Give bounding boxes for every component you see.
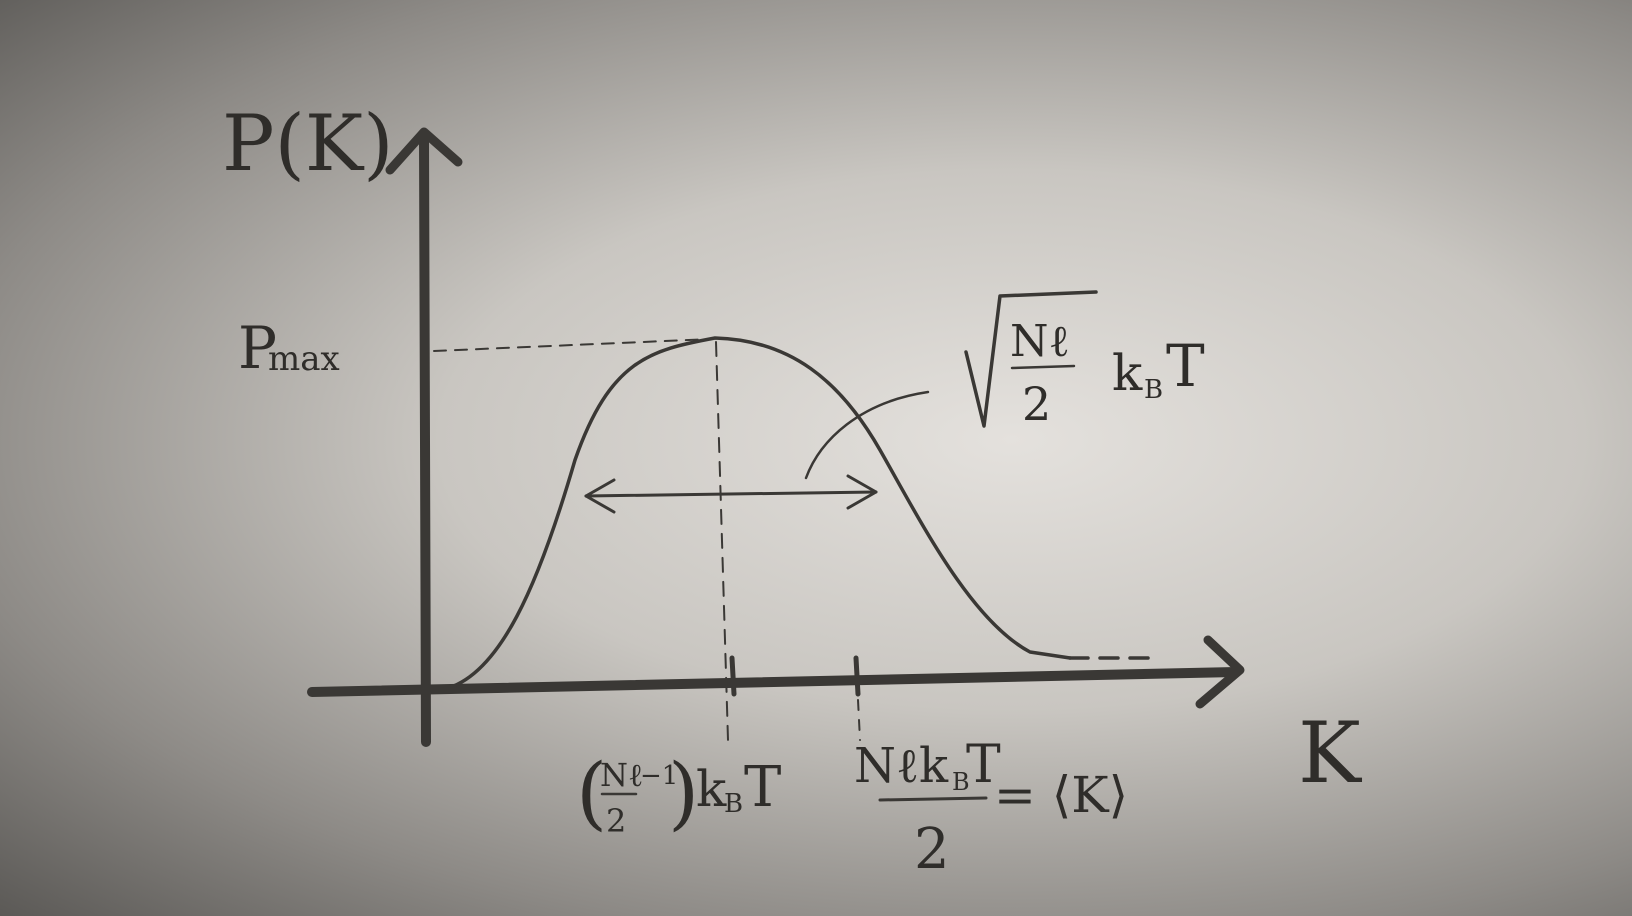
- mean-label-fraction-bar: [878, 796, 988, 802]
- pmax-label: P: [238, 314, 277, 382]
- mean-label: Nℓk B T 2 = ⟨K⟩: [854, 735, 1128, 882]
- width-arrow-left-head: [584, 478, 616, 514]
- x-axis-label: K: [1298, 704, 1363, 802]
- mean-label-numerator-tail: T: [966, 735, 1001, 795]
- mean-label-numerator: Nℓk: [854, 738, 949, 794]
- pmax-dashed-line: [433, 338, 713, 352]
- mode-label-minus-one: −1: [640, 761, 678, 791]
- mode-label-k: k: [696, 760, 727, 818]
- mode-label-t: T: [744, 755, 781, 820]
- x-axis-arrowhead: [1195, 635, 1245, 709]
- width-label-t: T: [1166, 332, 1205, 400]
- tick-mode: [729, 655, 737, 697]
- mode-label-open-paren: (: [576, 746, 607, 839]
- width-label-k-subscript: B: [1144, 375, 1163, 405]
- y-axis-label: P(K): [222, 99, 394, 189]
- peak-vertical-dashed-line: [715, 341, 729, 741]
- width-arrow-right-head: [846, 474, 878, 510]
- y-axis: [419, 135, 431, 747]
- mode-label: ( Nℓ −1 2 ) k B T: [576, 746, 781, 840]
- tick-mean: [853, 655, 861, 697]
- mode-label-k-subscript: B: [724, 789, 743, 819]
- y-axis-arrowhead: [385, 127, 463, 175]
- mode-label-denominator: 2: [606, 802, 626, 840]
- mode-label-numerator: Nℓ: [600, 756, 643, 794]
- width-label-fraction-bar: [1010, 364, 1076, 370]
- mean-label-numerator-subscript: B: [952, 768, 970, 796]
- width-label-leader: [804, 390, 930, 480]
- mode-label-close-paren: ): [668, 746, 699, 839]
- distribution-curve: [438, 336, 1072, 692]
- width-label-denominator: 2: [1022, 377, 1051, 431]
- width-label-sqrt-sign: [964, 290, 1098, 428]
- width-label: Nℓ 2 k B T: [964, 290, 1205, 431]
- tick-mean-dashed: [857, 699, 861, 741]
- mean-label-denominator: 2: [914, 817, 950, 882]
- width-label-numerator: Nℓ: [1010, 316, 1070, 367]
- mean-label-equals-mean: = ⟨K⟩: [994, 766, 1128, 824]
- width-label-k: k: [1112, 344, 1143, 402]
- width-arrow-shaft: [584, 490, 878, 498]
- pmax-label-subscript: max: [268, 339, 340, 379]
